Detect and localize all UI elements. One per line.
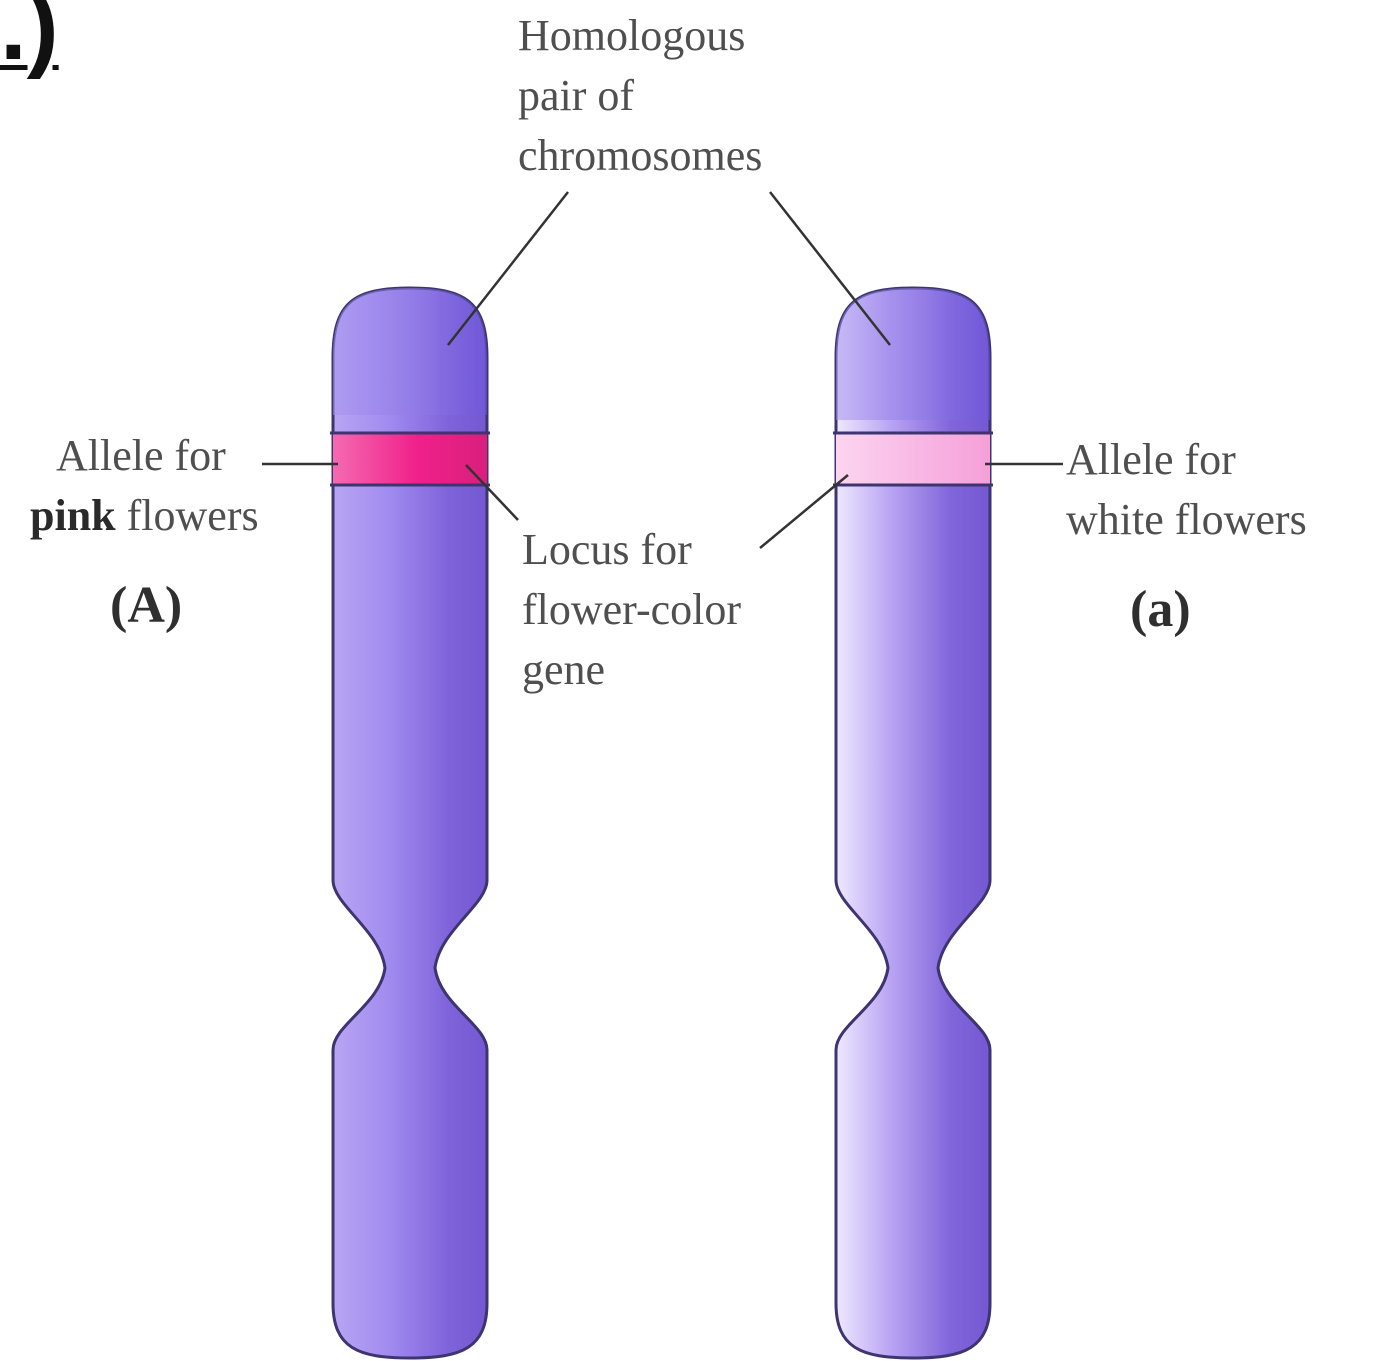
pink-allele-line1: Allele for	[30, 426, 259, 486]
white-allele-label: Allele for white flowers	[1066, 430, 1307, 550]
pink-flowers-word: flowers	[116, 491, 259, 540]
homologous-pair-line3: chromosomes	[518, 126, 762, 186]
white-allele-line2: white flowers	[1066, 490, 1307, 550]
genotype-dominant: (A)	[110, 576, 182, 635]
locus-line2: flower-color	[522, 580, 741, 640]
white-allele-line1: Allele for	[1066, 430, 1307, 490]
genotype-recessive: (a)	[1130, 580, 1191, 639]
locus-line3: gene	[522, 640, 741, 700]
chromosome-right	[833, 285, 993, 1358]
chromosome-left	[330, 285, 490, 1358]
homologous-pair-line2: pair of	[518, 66, 762, 126]
leader-homologous-left	[448, 192, 568, 345]
corner-mark: .)	[0, 0, 59, 82]
pink-allele-band	[330, 433, 490, 485]
locus-line1: Locus for	[522, 520, 741, 580]
chromosome-left-top-shade	[330, 285, 490, 415]
homologous-pair-line1: Homologous	[518, 6, 762, 66]
pink-allele-line2: pink flowers	[30, 486, 259, 546]
white-allele-band	[833, 433, 993, 485]
locus-label: Locus for flower-color gene	[522, 520, 741, 700]
homologous-pair-label: Homologous pair of chromosomes	[518, 6, 762, 186]
chromosome-right-top-shade	[833, 285, 993, 420]
pink-allele-label: Allele for pink flowers	[30, 426, 259, 546]
pink-word: pink	[30, 491, 116, 540]
leader-homologous-right	[770, 192, 890, 345]
